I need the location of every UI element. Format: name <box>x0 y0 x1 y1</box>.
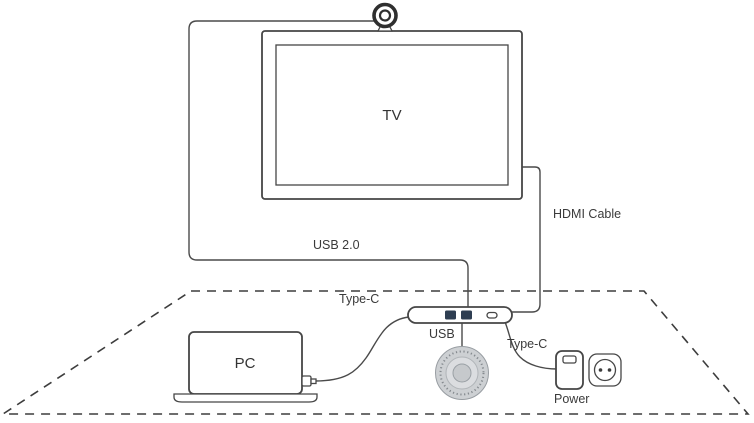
hdmi-cable-label: HDMI Cable <box>553 207 621 221</box>
usb-plug-icon <box>301 375 312 387</box>
laptop-base <box>173 393 318 403</box>
power-adapter-port <box>562 355 577 364</box>
power-plug-pin-left <box>598 368 603 372</box>
power-plug-pin-right <box>607 368 612 372</box>
hub-usb-port-2 <box>461 310 472 320</box>
usb-speakerphone-label: USB <box>429 327 455 341</box>
hub-typec-port <box>486 311 498 319</box>
tv-label: TV <box>382 107 401 124</box>
usb2-cable <box>188 20 469 307</box>
hdmi-cable <box>511 166 541 313</box>
typec-cable-power <box>504 321 558 370</box>
typec-cable-pc <box>314 316 410 382</box>
hub-usb-port-1 <box>445 310 456 320</box>
typec-pc-label: Type-C <box>339 292 379 306</box>
camera-lens <box>378 9 392 22</box>
tv-screen <box>275 44 509 186</box>
usb-plug-tip <box>310 378 317 385</box>
typec-power-label: Type-C <box>507 337 547 351</box>
power-plug-face <box>593 358 617 382</box>
usb-hub <box>407 306 513 324</box>
power-label: Power <box>554 392 589 406</box>
speakerphone-grille <box>439 350 485 396</box>
speakerphone-center <box>452 363 472 383</box>
usb2-cable-label: USB 2.0 <box>313 238 360 252</box>
pc-label: PC <box>235 355 256 372</box>
table-surface-outline <box>0 290 750 415</box>
